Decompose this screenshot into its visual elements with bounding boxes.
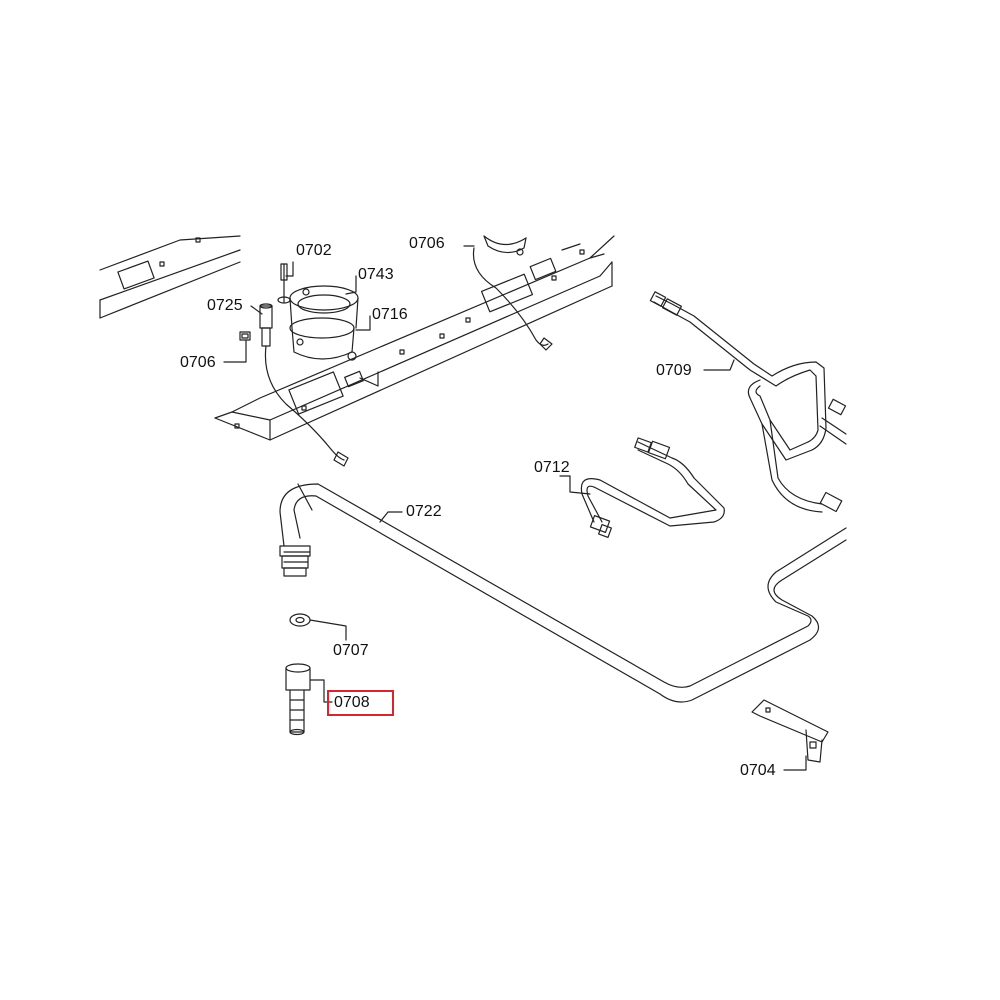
leader-0704 xyxy=(783,755,807,771)
leader-lines xyxy=(223,245,807,771)
leader-0722 xyxy=(379,511,403,523)
leader-0702 xyxy=(285,261,294,277)
label-0709: 0709 xyxy=(656,362,692,379)
left-burner-rail xyxy=(99,235,241,319)
leader-0725 xyxy=(250,305,263,315)
label-0706-left: 0706 xyxy=(180,354,216,371)
label-0725: 0725 xyxy=(207,297,243,314)
label-0716: 0716 xyxy=(372,306,408,323)
leader-0716 xyxy=(355,315,371,331)
leader-0707 xyxy=(309,619,347,641)
bracket-0704 xyxy=(751,699,829,763)
gas-pipe-0712 xyxy=(580,437,725,539)
leader-0706-left xyxy=(223,339,247,363)
burner-cup xyxy=(289,285,359,361)
gas-pipe-0709 xyxy=(649,291,847,513)
label-0704: 0704 xyxy=(740,762,776,779)
label-0706-top: 0706 xyxy=(409,235,445,252)
label-0708: 0708 xyxy=(334,694,370,711)
leader-0743 xyxy=(345,275,357,295)
center-burner-rail xyxy=(214,235,615,441)
leader-0712 xyxy=(559,475,591,495)
label-0743: 0743 xyxy=(358,266,394,283)
gas-manifold-0722 xyxy=(279,483,847,703)
clip-0706 xyxy=(239,331,251,341)
washer-0707 xyxy=(289,613,311,627)
ignition-electrode-0725 xyxy=(259,303,349,467)
label-0707: 0707 xyxy=(333,642,369,659)
leader-0709 xyxy=(703,359,735,371)
top-burner-cup xyxy=(472,235,553,351)
label-0712: 0712 xyxy=(534,459,570,476)
thermocouple-0702 xyxy=(277,263,310,304)
label-0702: 0702 xyxy=(296,242,332,259)
hose-fitting-0708 xyxy=(285,663,311,736)
label-0722: 0722 xyxy=(406,503,442,520)
highlight-box-0708 xyxy=(327,690,394,716)
